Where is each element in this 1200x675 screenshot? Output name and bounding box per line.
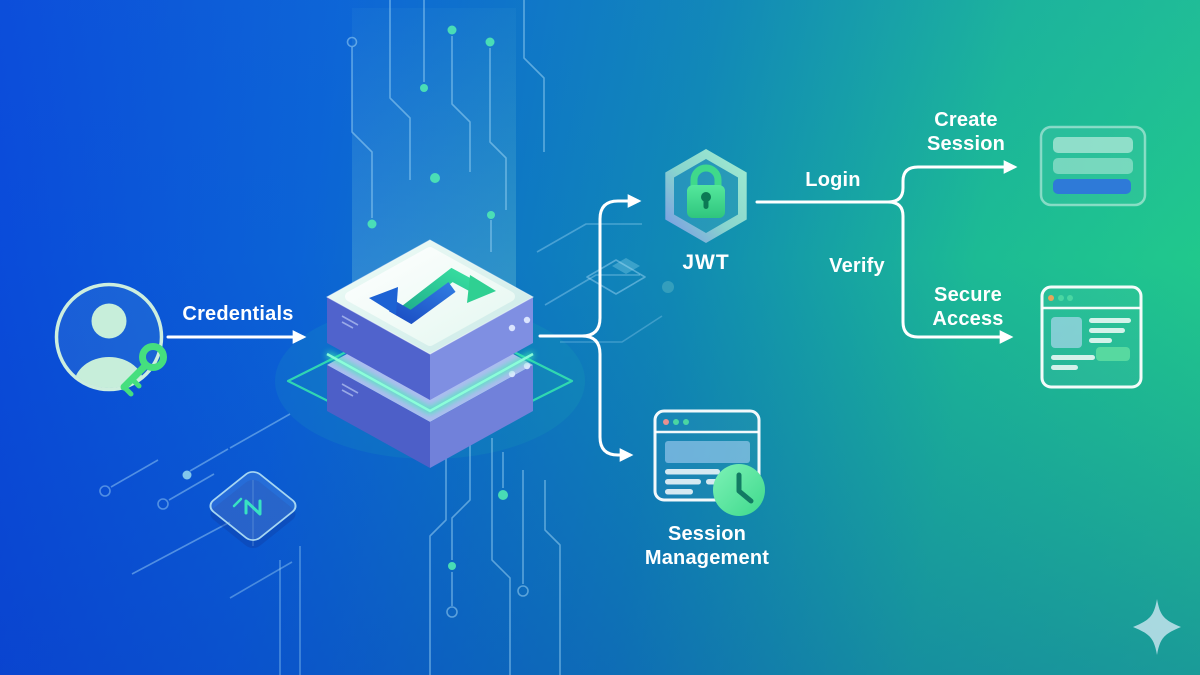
form-field-1 bbox=[1053, 137, 1133, 153]
secure-access-window-icon bbox=[1040, 285, 1143, 389]
session-management-label: Session Management bbox=[644, 523, 770, 569]
window-dot-green bbox=[1058, 295, 1064, 301]
user-avatar-icon bbox=[54, 282, 164, 392]
flow-arrows bbox=[166, 160, 1018, 462]
secure-access-label: Secure Access bbox=[932, 284, 1004, 330]
jwt-label: JWT bbox=[682, 251, 730, 274]
credentials-label: Credentials bbox=[182, 303, 294, 325]
form-field-2 bbox=[1053, 158, 1133, 174]
verify-label: Verify bbox=[829, 255, 885, 277]
login-label: Login bbox=[805, 169, 861, 191]
server-stack-icon bbox=[325, 239, 535, 468]
form-submit-bar bbox=[1053, 179, 1131, 194]
window-dot-green bbox=[683, 419, 689, 425]
create-session-label: Create Session bbox=[926, 109, 1006, 155]
server-to-session-arrow bbox=[580, 334, 634, 462]
login-to-create-session-arrow bbox=[886, 160, 1018, 204]
sparkle-icon bbox=[1133, 599, 1181, 655]
server-logo-icon bbox=[369, 267, 496, 325]
chip-icon bbox=[209, 471, 297, 549]
key-icon bbox=[120, 343, 167, 397]
jwt-hexagon-icon bbox=[665, 149, 747, 243]
create-session-card-icon bbox=[1039, 125, 1147, 207]
window-dot-green bbox=[1067, 295, 1073, 301]
window-green-button bbox=[1096, 347, 1130, 361]
circuit-traces bbox=[99, 0, 674, 675]
window-dot-green bbox=[673, 419, 679, 425]
verify-to-secure-access-arrow bbox=[886, 200, 1014, 344]
clock-icon bbox=[713, 464, 765, 516]
server-to-jwt-arrow bbox=[580, 194, 642, 338]
lock-icon bbox=[687, 164, 725, 218]
window-dot-orange bbox=[1048, 295, 1054, 301]
window-dot-salmon bbox=[663, 419, 669, 425]
session-window-icon bbox=[653, 409, 761, 502]
